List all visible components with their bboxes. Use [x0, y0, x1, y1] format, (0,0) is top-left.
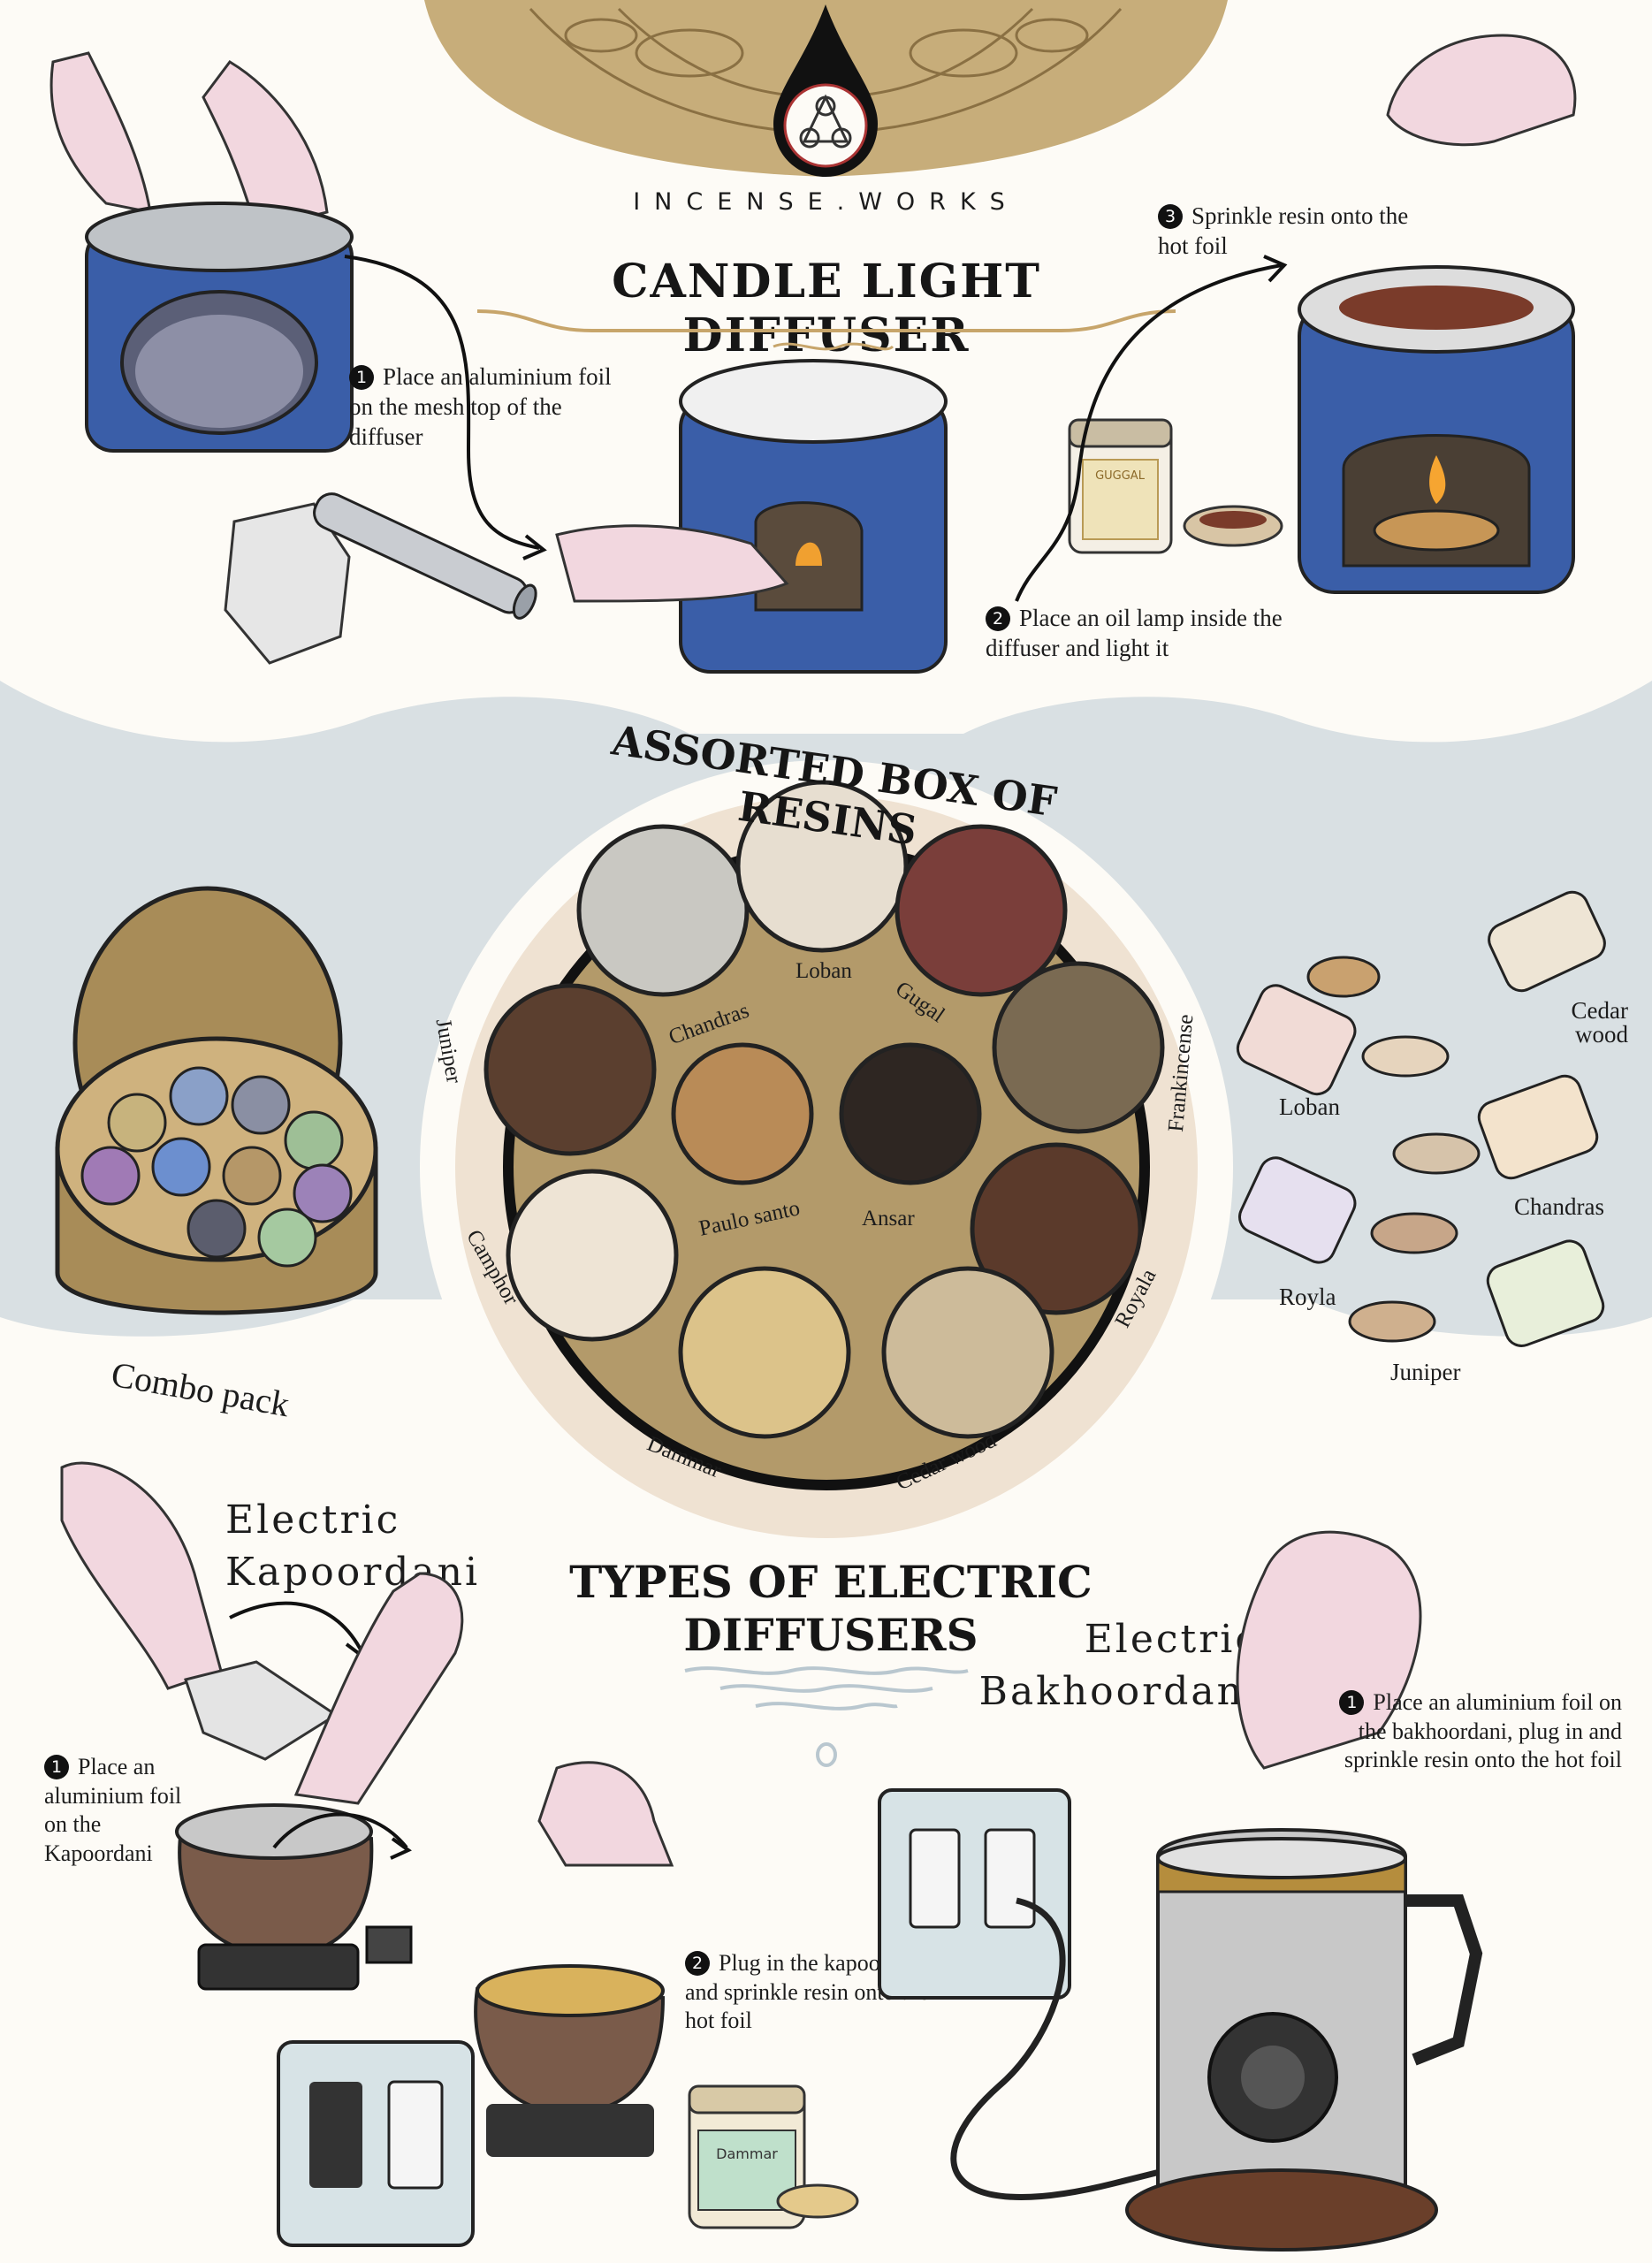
step-number-badge: 1 [44, 1755, 69, 1779]
resin-label-ansar: Ansar [862, 1207, 915, 1231]
brand-name: INCENSE.WORKS [633, 188, 1019, 216]
foil-roll-illustration [224, 492, 537, 665]
hands-foil-illustration [49, 51, 354, 453]
lit-diffuser-illustration [1298, 265, 1575, 594]
jar-label: Dammar [716, 2145, 778, 2162]
title-flourish-icon [476, 309, 1176, 351]
candle-section-title: Candle Light Diffuser [612, 255, 1041, 362]
power-cord-illustration [950, 1897, 1221, 2200]
arrow-icon [1015, 255, 1288, 602]
switchboard-illustration [878, 1788, 1071, 2000]
electric-section-title: Types of Electric Diffusers [530, 1556, 1131, 1662]
jar-label-chandras: Chandras [1514, 1193, 1604, 1220]
electric-title-line-2: Diffusers [683, 1609, 978, 1661]
step-text: Place an aluminium foil on the bakhoorda… [1344, 1689, 1622, 1772]
candle-diffuser-illustration [555, 359, 948, 674]
hand-foil-kapoordani-illustration [60, 1461, 339, 1761]
step-number-badge: 1 [1339, 1690, 1365, 1715]
hand-sprinkle-illustration [1386, 34, 1577, 147]
jar-label-royla: Royla [1279, 1284, 1336, 1310]
step-text: Sprinkle resin onto the hot foil [1158, 202, 1409, 259]
mandala-logo-icon [424, 0, 1228, 177]
combo-pack-illustration [55, 886, 378, 1315]
step-number-badge: 2 [685, 1951, 710, 1976]
bakhoordani-illustration [1125, 1530, 1483, 2252]
jar-label-juniper: Juniper [1390, 1359, 1461, 1385]
jar-label: GUGGAL [1095, 469, 1146, 483]
brand-header [424, 0, 1228, 177]
resin-label-loban: Loban [796, 959, 852, 983]
jar-label-loban: Loban [1279, 1093, 1340, 1120]
step-number-badge: 3 [1158, 204, 1183, 229]
resin-jars-illustration [1236, 890, 1606, 1347]
wave-flourish-icon [684, 1666, 969, 1767]
arrow-icon [344, 255, 547, 560]
step-number-badge: 1 [349, 365, 374, 390]
step-number-badge: 2 [986, 606, 1010, 631]
bakhoordani-title: Electric Bakhoordani [978, 1617, 1260, 1715]
resin-box-illustration [455, 780, 1198, 1538]
kapoordani-plugged-illustration: Dammar [272, 1761, 859, 2247]
step-text: Place an oil lamp inside the diffuser an… [986, 605, 1283, 661]
resin-jar-illustration: GUGGAL [1068, 418, 1283, 554]
step-text: Place an aluminium foil on the Kapoordan… [44, 1754, 182, 1866]
step-text: Place an aluminium foil on the mesh top … [349, 363, 612, 450]
kapoordani-illustration [175, 1572, 464, 1991]
electric-title-line-1: Types of Electric [569, 1556, 1092, 1608]
jar-label-cedar-wood: Cedar wood [1571, 997, 1628, 1048]
